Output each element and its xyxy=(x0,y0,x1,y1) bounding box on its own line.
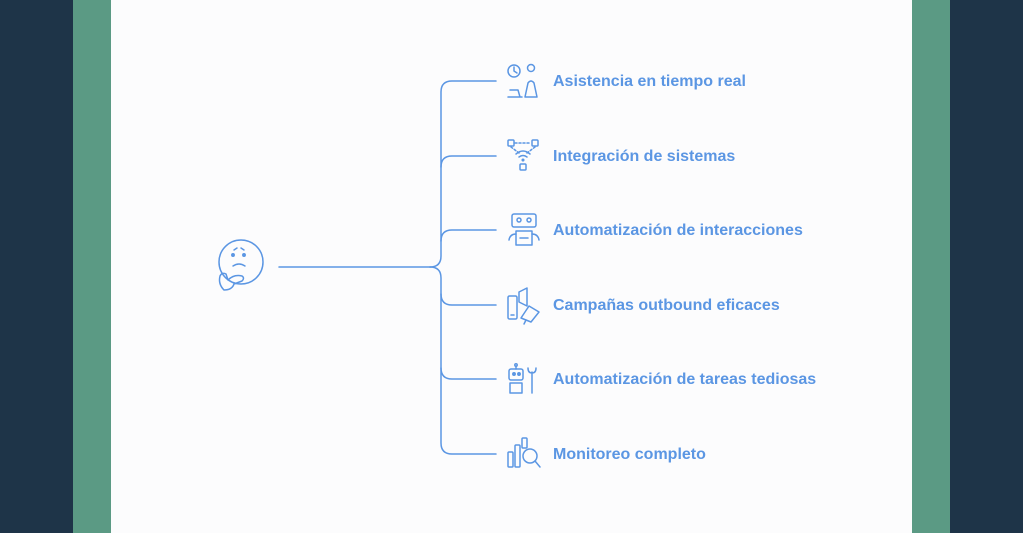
clock-person-icon xyxy=(507,63,538,98)
item-label-monitoreo: Monitoreo completo xyxy=(553,446,706,463)
item-label-automatizacion-tareas: Automatización de tareas tediosas xyxy=(553,371,817,388)
robot-icon xyxy=(508,213,540,246)
connector-lines xyxy=(278,80,497,455)
thinking-face-icon xyxy=(218,239,264,291)
branch-line-1 xyxy=(429,80,497,268)
item-label-campanas: Campañas outbound eficaces xyxy=(553,297,780,314)
item-label-asistencia: Asistencia en tiempo real xyxy=(553,73,746,90)
branch-line-2 xyxy=(440,155,497,168)
item-label-integracion: Integración de sistemas xyxy=(553,148,736,165)
item-label-automatizacion-interacciones: Automatización de interacciones xyxy=(553,222,803,239)
network-nodes-icon xyxy=(507,139,539,171)
megaphone-phone-icon xyxy=(507,287,540,325)
chart-magnifier-icon xyxy=(507,437,541,468)
branch-line-3 xyxy=(440,229,497,242)
branch-line-5 xyxy=(440,367,497,380)
branch-line-6 xyxy=(429,266,497,455)
branch-line-4 xyxy=(440,293,497,306)
robot-wrench-icon xyxy=(508,363,537,394)
